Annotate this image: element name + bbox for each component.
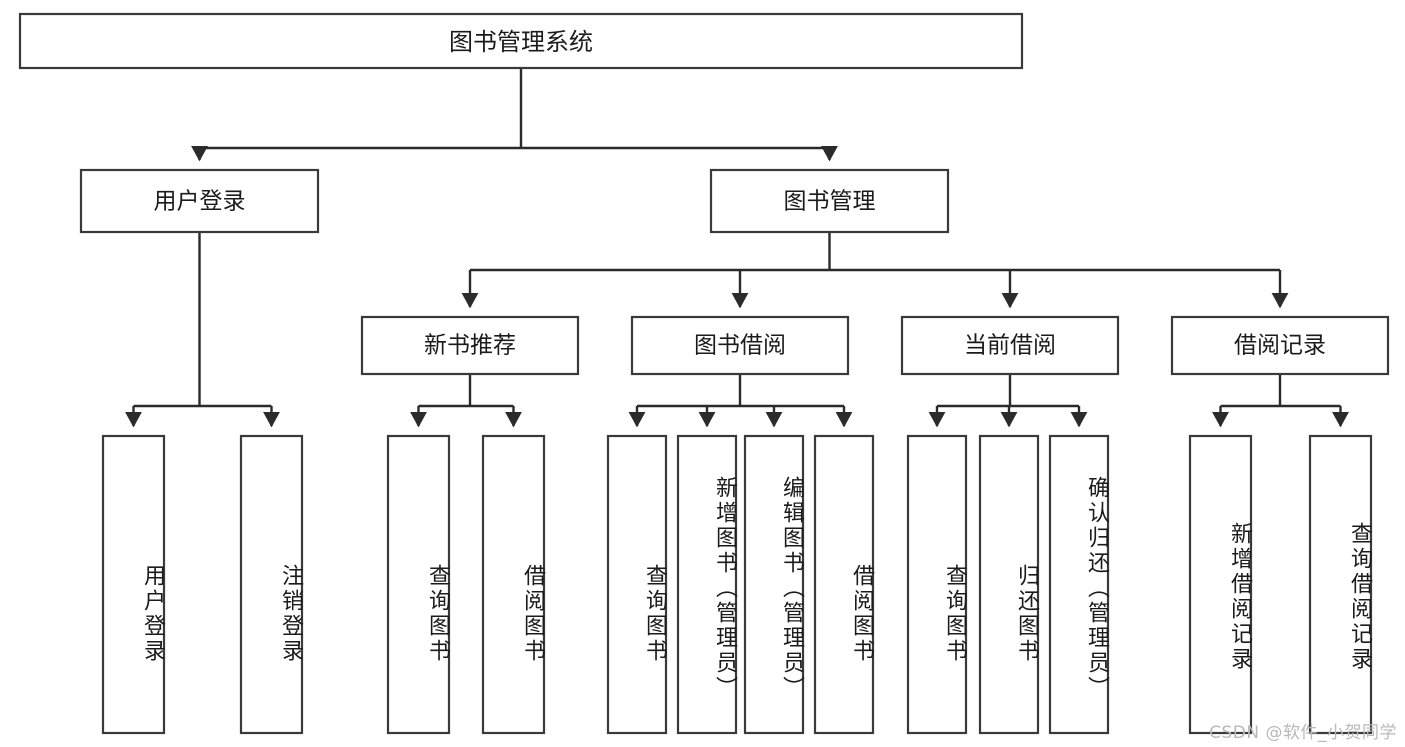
node-current-borrow-rect[interactable] [900, 315, 1120, 376]
node-leaf-query-borrow-record-rect[interactable] [1308, 434, 1373, 735]
node-root-label: 图书管理系统 [449, 28, 593, 56]
node-current-borrow-label: 当前借阅 [964, 333, 1056, 359]
node-leaf-add-book-admin-rect[interactable] [676, 434, 738, 735]
node-book-management[interactable]: 图书管理 [709, 168, 950, 234]
node-layer: 图书管理系统 用户登录 图书管理 新书推荐 图书借阅 [18, 12, 1390, 735]
node-user-login[interactable]: 用户登录 [79, 168, 320, 234]
node-book-borrow-label: 图书借阅 [694, 333, 786, 359]
node-leaf-user-login-rect[interactable] [101, 434, 166, 735]
node-root-rect[interactable] [18, 12, 1024, 70]
node-current-borrow[interactable]: 当前借阅 [900, 315, 1120, 376]
node-leaf-return-book-rect[interactable] [978, 434, 1040, 735]
node-leaf-confirm-return-admin-rect[interactable] [1048, 434, 1110, 735]
node-new-book-recommend-label: 新书推荐 [424, 333, 516, 359]
node-leaf-borrow-book-recommend-rect[interactable] [481, 434, 546, 735]
node-new-book-recommend[interactable]: 新书推荐 [360, 315, 580, 376]
node-borrow-record-label: 借阅记录 [1234, 333, 1326, 359]
node-root[interactable]: 图书管理系统 [18, 12, 1024, 70]
node-book-borrow[interactable]: 图书借阅 [630, 315, 850, 376]
node-book-management-rect[interactable] [709, 168, 950, 234]
node-user-login-rect[interactable] [79, 168, 320, 234]
connector-layer [125, 68, 1349, 428]
node-leaf-query-book-recommend-rect[interactable] [386, 434, 451, 735]
node-user-login-label: 用户登录 [154, 189, 246, 215]
node-leaf-query-book-current-rect[interactable] [906, 434, 968, 735]
node-book-management-label: 图书管理 [784, 189, 876, 215]
node-borrow-record-rect[interactable] [1170, 315, 1390, 376]
node-leaf-logout-login-rect[interactable] [239, 434, 304, 735]
node-book-borrow-rect[interactable] [630, 315, 850, 376]
node-leaf-edit-book-admin-rect[interactable] [743, 434, 805, 735]
node-borrow-record[interactable]: 借阅记录 [1170, 315, 1390, 376]
node-leaf-add-borrow-record-rect[interactable] [1188, 434, 1253, 735]
node-leaf-query-book-borrow-rect[interactable] [606, 434, 668, 735]
node-leaf-borrow-book-rect[interactable] [813, 434, 875, 735]
node-new-book-recommend-rect[interactable] [360, 315, 580, 376]
csdn-watermark: CSDN @软件_小贺同学 [1209, 723, 1397, 743]
